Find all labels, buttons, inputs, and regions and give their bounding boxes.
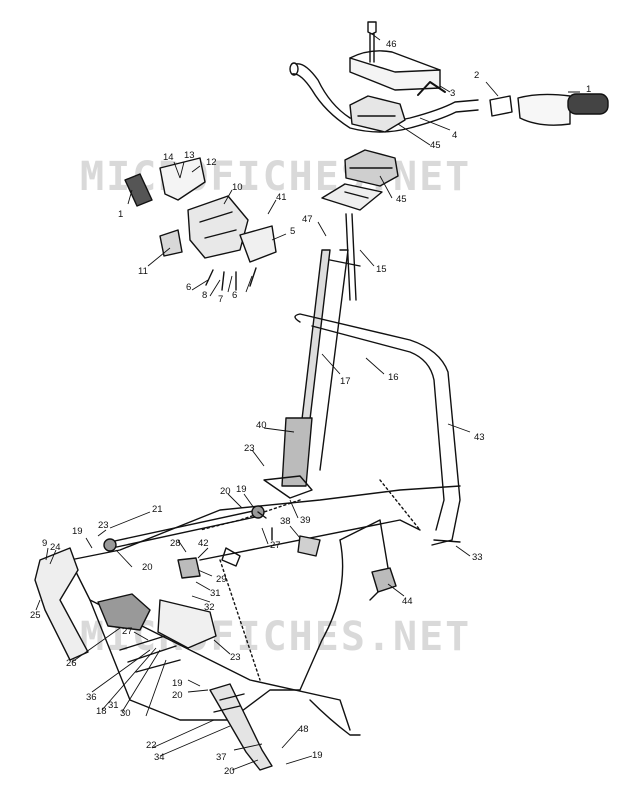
callout: 20 — [220, 486, 231, 497]
callout: 25 — [30, 610, 41, 621]
callout: 45 — [430, 140, 441, 151]
leader-lines — [35, 33, 580, 771]
spindle — [34, 547, 89, 661]
left-grip — [124, 173, 153, 207]
callout: 47 — [302, 214, 313, 225]
callout: 3 — [450, 88, 455, 99]
tie-rod — [109, 509, 261, 549]
callout: 23 — [244, 443, 255, 454]
callout: 45 — [396, 194, 407, 205]
callout: 20 — [172, 690, 183, 701]
callout: 22 — [146, 740, 157, 751]
line-art — [34, 21, 609, 771]
callout: 9 — [42, 538, 47, 549]
callout: 8 — [202, 290, 207, 301]
callout: 31 — [108, 700, 119, 711]
bushing — [371, 567, 397, 593]
callout: 20 — [142, 562, 153, 573]
callout: 6 — [186, 282, 191, 293]
callout: 2 — [474, 70, 479, 81]
callout: 27 — [270, 540, 281, 551]
callout: 7 — [218, 294, 223, 305]
lever-mount — [239, 225, 277, 263]
callout: 31 — [210, 588, 221, 599]
callout: 36 — [86, 692, 97, 703]
steering-arm — [97, 593, 151, 631]
grab-bar — [294, 313, 461, 546]
callout: 32 — [204, 602, 215, 613]
brake-housing — [159, 157, 206, 201]
callout: 11 — [138, 266, 148, 277]
callout: 37 — [216, 752, 227, 763]
upper-clamp — [349, 95, 406, 133]
steering-plate — [321, 183, 383, 211]
callout: 44 — [402, 596, 413, 607]
callout: 10 — [232, 182, 243, 193]
callout: 33 — [472, 552, 483, 563]
handlebar — [295, 63, 479, 123]
callout: 41 — [276, 192, 287, 203]
callout: 6 — [232, 290, 237, 301]
callout: 14 — [163, 152, 174, 163]
callout: 23 — [230, 652, 241, 663]
right-grip — [517, 93, 571, 126]
callout: 34 — [154, 752, 165, 763]
callout: 28 — [170, 538, 181, 549]
callout: 29 — [216, 574, 227, 585]
chassis-tunnel — [69, 485, 461, 721]
callout: 19 — [236, 484, 247, 495]
callout: 46 — [386, 39, 397, 50]
callout: 12 — [206, 157, 217, 168]
callout: 17 — [340, 376, 351, 387]
callout: 38 — [280, 516, 291, 527]
callout: 48 — [298, 724, 309, 735]
callout: 20 — [224, 766, 235, 777]
pitman-arm — [157, 599, 217, 649]
callout: 21 — [152, 504, 163, 515]
lower-column — [209, 683, 273, 771]
callout: 1 — [586, 84, 591, 95]
callout: 24 — [50, 542, 61, 553]
callout: 13 — [184, 150, 195, 161]
callout: 15 — [376, 264, 387, 275]
switch — [159, 229, 183, 257]
callout: 40 — [256, 420, 267, 431]
callout: 18 — [96, 706, 107, 717]
callout: 5 — [290, 226, 295, 237]
control-block — [187, 195, 249, 259]
callout: 23 — [98, 520, 109, 531]
callout: 4 — [452, 130, 457, 141]
callout: 30 — [120, 708, 131, 719]
callout: 27 — [122, 626, 133, 637]
callout: 16 — [388, 372, 399, 383]
callout: 19 — [172, 678, 183, 689]
callout: 43 — [474, 432, 485, 443]
callout: 26 — [66, 658, 77, 669]
stem-bolt — [367, 21, 377, 63]
callout: 1 — [118, 209, 123, 220]
callout: 42 — [198, 538, 209, 549]
callout: 19 — [72, 526, 83, 537]
callout: 39 — [300, 515, 311, 526]
throttle-housing — [489, 95, 513, 117]
column-bracket — [281, 417, 313, 487]
callout: 19 — [312, 750, 323, 761]
callouts: 46 3 2 1 4 45 45 14 13 12 1 10 41 5 11 6… — [30, 39, 591, 777]
